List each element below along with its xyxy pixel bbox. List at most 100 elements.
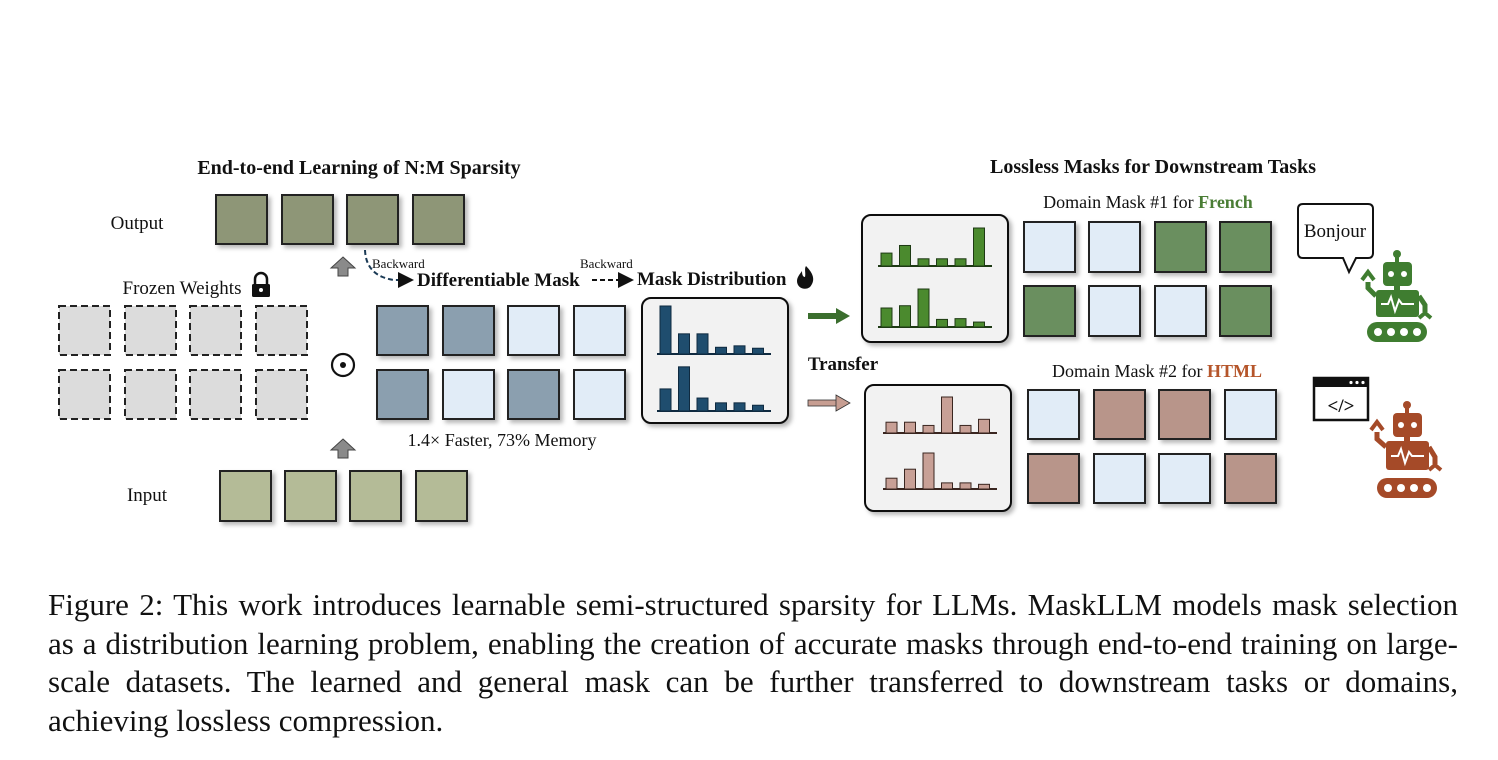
mask-block xyxy=(1088,221,1141,273)
histogram-bar xyxy=(904,468,916,490)
input-block xyxy=(219,470,272,522)
mask-block xyxy=(1093,453,1146,504)
histogram-bar xyxy=(904,421,916,434)
mask-distribution-label: Mask Distribution xyxy=(637,269,787,290)
output-block xyxy=(412,194,465,245)
frozen-weight-block xyxy=(255,369,308,420)
mask-block xyxy=(1027,389,1080,440)
frozen-weight-block xyxy=(189,305,242,356)
robot-icon-brown xyxy=(1369,401,1443,498)
histogram-bar xyxy=(973,321,985,328)
speech-bubble: Bonjour xyxy=(1297,203,1374,275)
mask-block xyxy=(573,369,626,420)
histogram-bar xyxy=(752,347,764,355)
robot-icon-green xyxy=(1360,250,1433,342)
histogram-bar xyxy=(696,397,709,412)
histogram-bar xyxy=(659,305,672,355)
french-mask-blocks xyxy=(1023,221,1272,337)
mask-block xyxy=(376,305,429,356)
domain-mask-1-label: Domain Mask #1 for French xyxy=(1043,192,1253,212)
differentiable-mask-label: Differentiable Mask xyxy=(417,270,580,291)
differentiable-mask-blocks xyxy=(376,305,626,420)
mask-block xyxy=(1027,453,1080,504)
code-window-icon: </> xyxy=(1312,376,1370,422)
frozen-weight-block xyxy=(124,369,177,420)
backward-label-2: Backward xyxy=(580,256,633,271)
histogram-bar xyxy=(978,483,990,490)
output-block xyxy=(215,194,268,245)
histogram-bar xyxy=(922,424,935,434)
html-distribution-histogram xyxy=(883,396,997,490)
backward-arrow xyxy=(364,249,414,288)
histogram-bar xyxy=(696,333,709,355)
mask-block xyxy=(1023,285,1076,337)
frozen-weight-block xyxy=(58,305,111,356)
histogram-bar xyxy=(954,318,967,328)
input-blocks xyxy=(219,470,468,522)
left-title: End-to-end Learning of N:M Sparsity xyxy=(197,157,520,179)
mask-block xyxy=(1158,389,1211,440)
right-title: Lossless Masks for Downstream Tasks xyxy=(990,156,1316,178)
histogram-bar xyxy=(959,482,972,490)
mask-block xyxy=(1093,389,1146,440)
domain-mask-2-label: Domain Mask #2 for HTML xyxy=(1052,361,1262,381)
french-distribution-panel xyxy=(861,214,1009,343)
method-diagram: End-to-end Learning of N:M Sparsity Loss… xyxy=(58,156,1443,522)
histogram-bar xyxy=(954,258,967,267)
mask-block xyxy=(1154,285,1207,337)
mask-block xyxy=(1154,221,1207,273)
mask-block xyxy=(507,369,560,420)
histogram-bar xyxy=(973,227,985,267)
lock-icon xyxy=(252,271,270,297)
histogram-bar xyxy=(917,258,930,267)
html-distribution-panel xyxy=(864,384,1012,512)
input-block xyxy=(415,470,468,522)
transfer-label: Transfer xyxy=(808,354,879,375)
frozen-weights-label: Frozen Weights xyxy=(123,278,242,299)
mask-block xyxy=(376,369,429,420)
output-label: Output xyxy=(111,213,165,234)
speech-bubble-text: Bonjour xyxy=(1304,221,1367,242)
frozen-weight-block xyxy=(255,305,308,356)
input-block xyxy=(349,470,402,522)
mask-block xyxy=(573,305,626,356)
histogram-bar xyxy=(922,452,935,490)
histogram-bar xyxy=(941,396,953,434)
transfer-arrow-brown xyxy=(807,394,851,412)
output-block xyxy=(281,194,334,245)
input-label: Input xyxy=(127,485,168,506)
speed-memory-label: 1.4× Faster, 73% Memory xyxy=(408,430,597,450)
output-blocks xyxy=(215,194,465,245)
transfer-arrow-green xyxy=(808,308,850,324)
frozen-weight-blocks xyxy=(58,305,308,420)
up-arrow-icon xyxy=(329,256,357,277)
input-block xyxy=(284,470,337,522)
frozen-weight-block xyxy=(124,305,177,356)
histogram-bar xyxy=(941,482,953,490)
histogram-bar xyxy=(880,307,893,328)
mask-distribution-histogram xyxy=(657,305,771,412)
mask-block xyxy=(442,369,495,420)
histogram-bar xyxy=(936,258,948,267)
histogram-bar xyxy=(733,345,746,355)
histogram-bar xyxy=(936,318,948,328)
fire-icon xyxy=(797,266,814,289)
backward-label-1: Backward xyxy=(372,256,425,271)
html-mask-blocks xyxy=(1027,389,1277,504)
histogram-bar xyxy=(678,366,690,412)
svg-text:</>: </> xyxy=(1328,396,1355,417)
up-arrow-icon xyxy=(329,438,357,459)
mask-block xyxy=(1023,221,1076,273)
histogram-bar xyxy=(959,424,972,434)
frozen-weight-block xyxy=(58,369,111,420)
mask-block xyxy=(1219,285,1272,337)
mask-block xyxy=(1219,221,1272,273)
mask-block xyxy=(1224,453,1277,504)
mask-block xyxy=(1224,389,1277,440)
histogram-bar xyxy=(917,288,930,328)
histogram-bar xyxy=(659,388,672,412)
histogram-bar xyxy=(885,477,898,490)
mask-block xyxy=(1088,285,1141,337)
histogram-bar xyxy=(880,252,893,267)
figure-caption: Figure 2: This work introduces learnable… xyxy=(48,587,1458,738)
